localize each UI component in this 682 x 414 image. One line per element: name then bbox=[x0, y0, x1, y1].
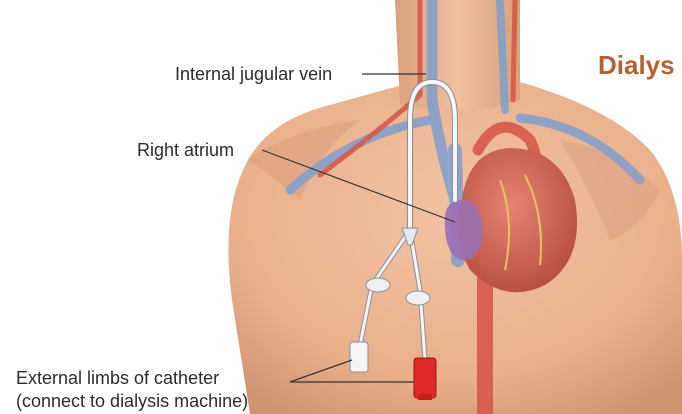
white-connector bbox=[350, 342, 368, 372]
label-internal-jugular-vein: Internal jugular vein bbox=[175, 63, 332, 85]
label-external-limbs-line1: External limbs of catheter bbox=[16, 367, 219, 389]
page-title: Dialys bbox=[598, 50, 675, 81]
label-right-atrium: Right atrium bbox=[137, 139, 234, 161]
red-connector-cap bbox=[418, 394, 432, 400]
left-jugular bbox=[500, 0, 505, 110]
red-connector bbox=[414, 358, 436, 398]
label-external-limbs-line2: (connect to dialysis machine) bbox=[16, 390, 248, 412]
clamp-left bbox=[366, 278, 390, 292]
carotid-artery-right bbox=[513, 0, 515, 100]
clamp-right bbox=[406, 291, 430, 305]
